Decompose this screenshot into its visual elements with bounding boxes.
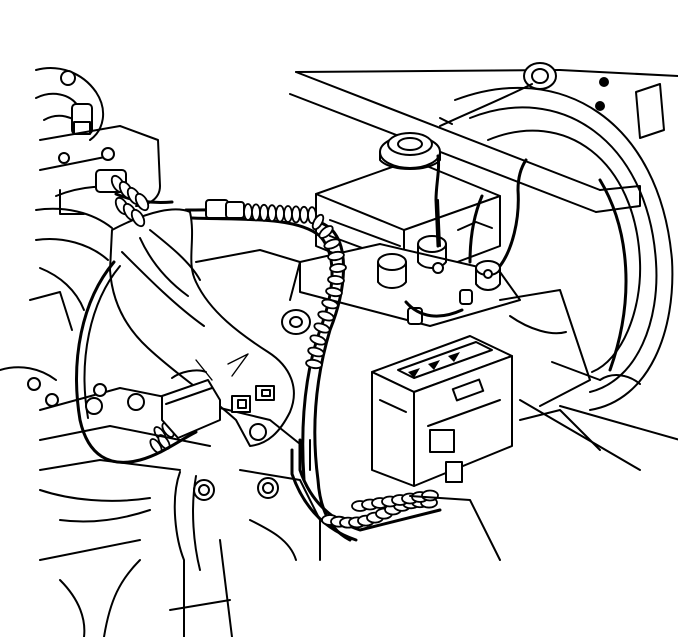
conduit-ring bbox=[309, 334, 327, 346]
lower-right-structure bbox=[409, 374, 641, 561]
conduit-ring bbox=[305, 358, 323, 370]
cowl-rail bbox=[289, 69, 678, 213]
conduit-ring bbox=[275, 204, 285, 223]
spiral-conduit bbox=[243, 203, 439, 529]
conduit-ring bbox=[307, 346, 325, 358]
conduit-ring bbox=[259, 203, 269, 222]
conduit-ring bbox=[251, 203, 261, 222]
conduit-ring bbox=[243, 203, 253, 221]
conduit-ring bbox=[325, 286, 343, 298]
brake-booster bbox=[454, 77, 674, 411]
conduit-ring bbox=[327, 275, 345, 285]
harness-bracket bbox=[109, 208, 295, 447]
conduit-ring bbox=[317, 310, 335, 322]
conduit-ring bbox=[327, 250, 345, 262]
conduit-ring bbox=[318, 225, 334, 239]
conduit-ring bbox=[134, 192, 150, 212]
conduit-ring bbox=[323, 238, 341, 250]
conduit-ring bbox=[283, 205, 293, 223]
master-cylinder bbox=[281, 132, 521, 335]
booster-stud bbox=[595, 101, 605, 111]
conduit-ring bbox=[329, 263, 347, 273]
conduit-ring bbox=[130, 208, 146, 228]
booster-mount bbox=[499, 289, 678, 471]
conduit-ring bbox=[267, 204, 277, 223]
conduit-ring bbox=[311, 213, 325, 231]
ebcm-module bbox=[371, 335, 513, 487]
brake-lines bbox=[404, 154, 528, 318]
conduit-ring bbox=[321, 298, 339, 310]
conduit-ring bbox=[313, 322, 331, 334]
conduit-ring bbox=[291, 205, 301, 224]
grommet bbox=[439, 62, 557, 127]
conduit-ring bbox=[421, 489, 439, 502]
booster-stud bbox=[599, 77, 609, 87]
lower-left-area bbox=[0, 260, 321, 637]
conduit-ring bbox=[299, 205, 309, 224]
